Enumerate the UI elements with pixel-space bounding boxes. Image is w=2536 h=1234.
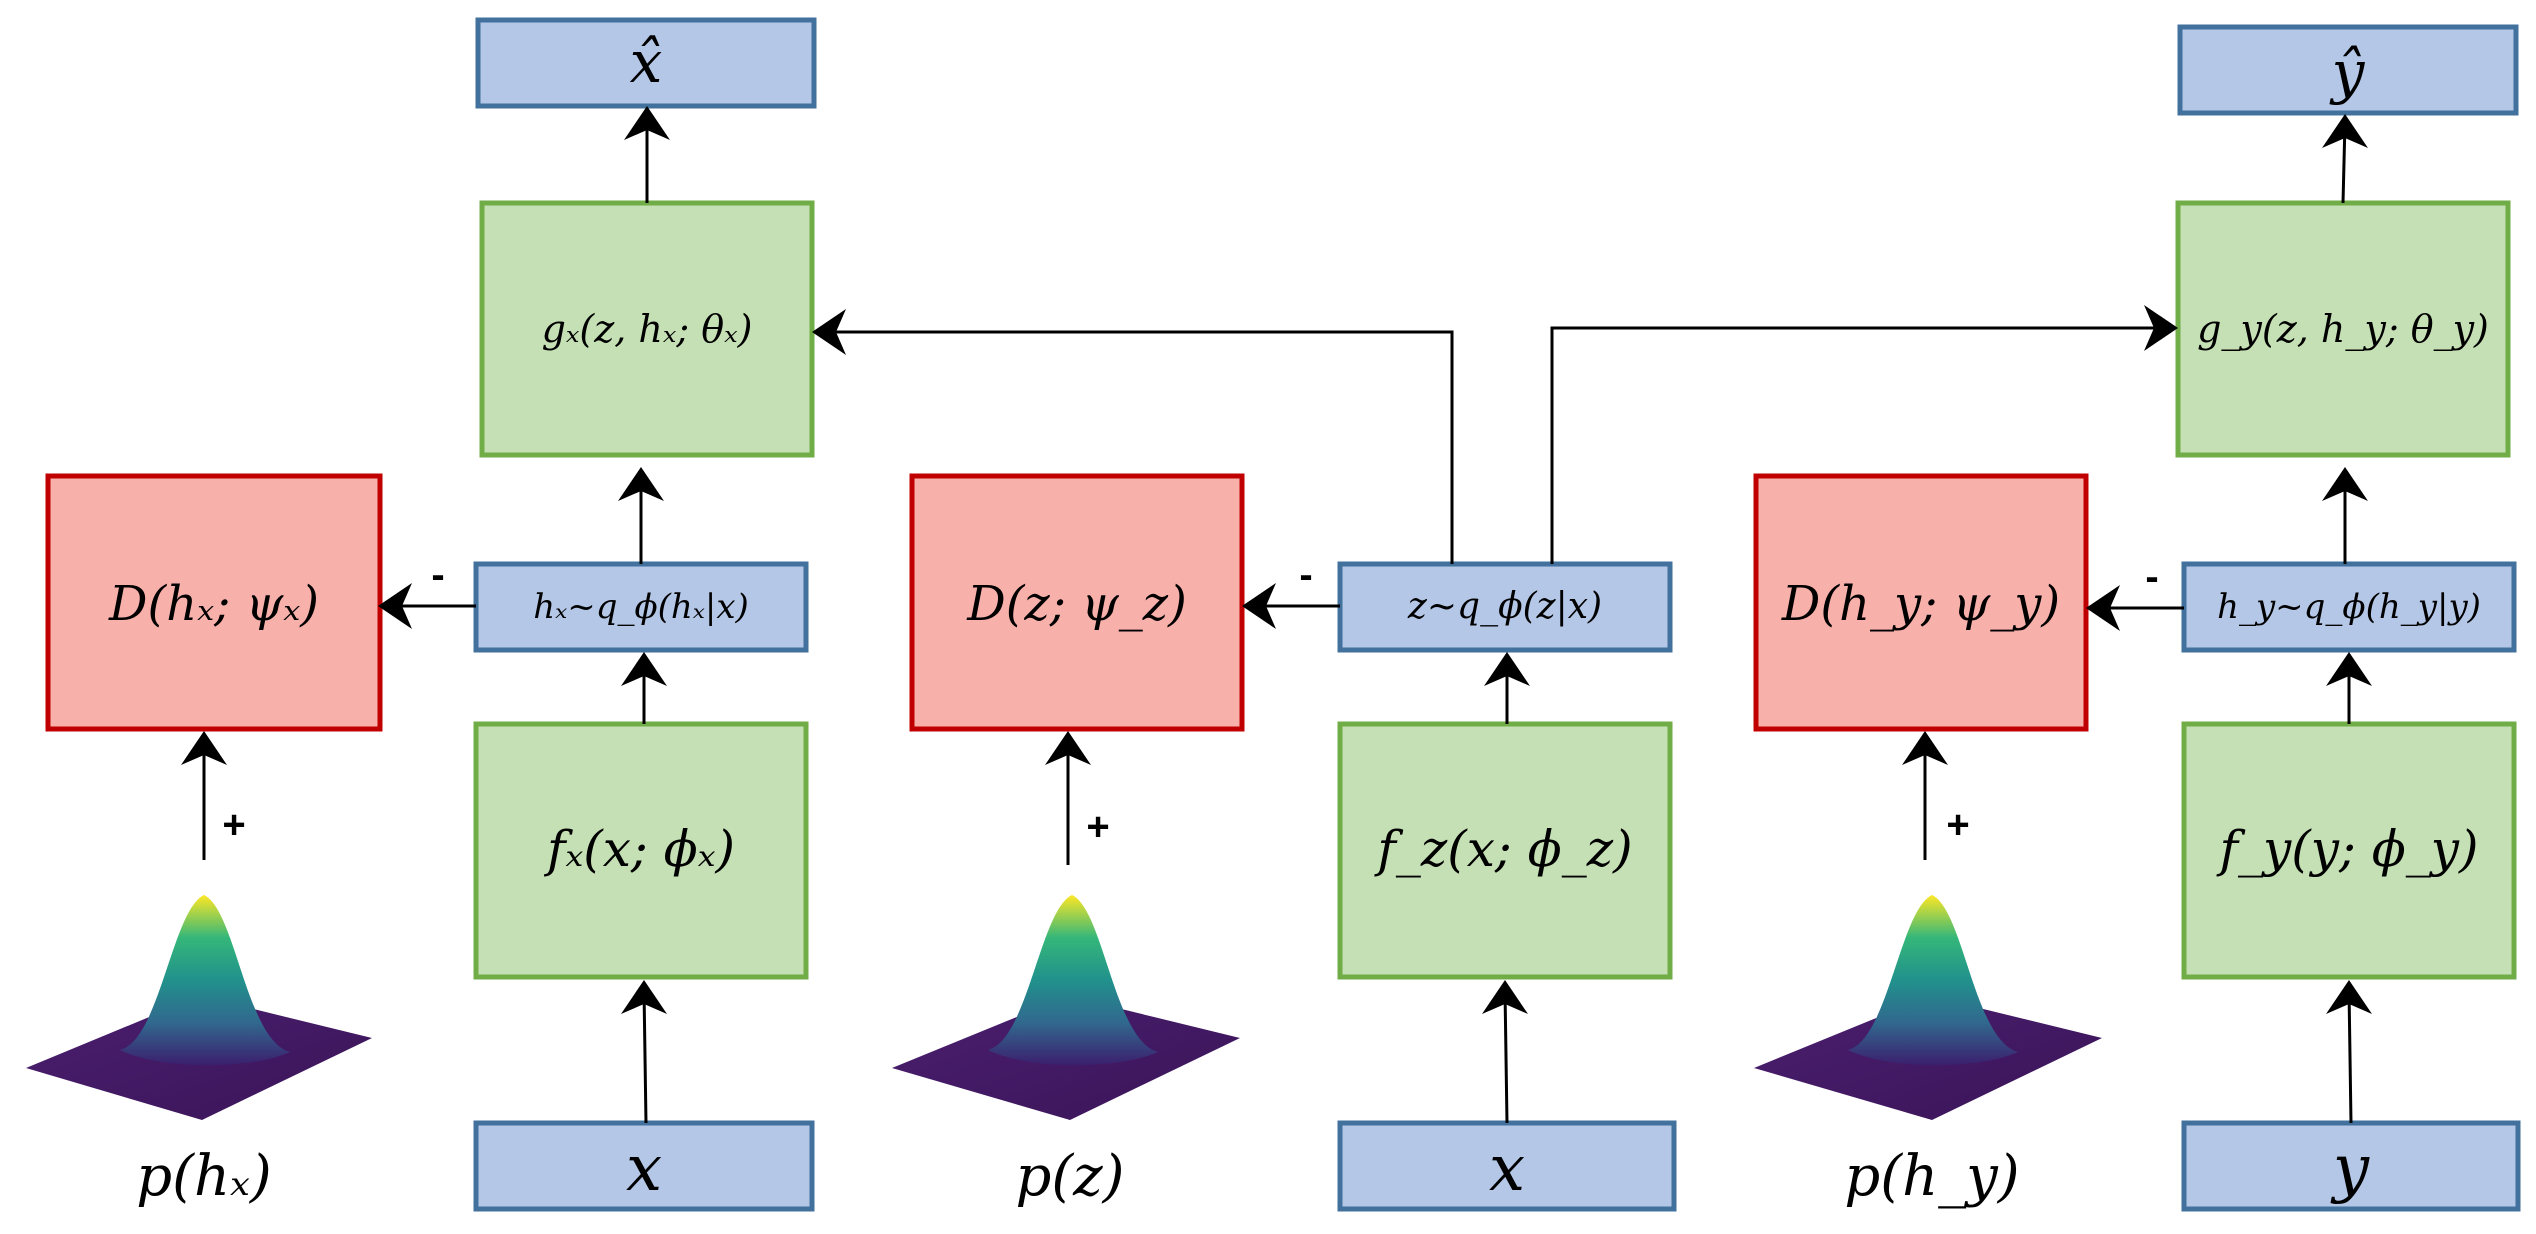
arrow-input-x-to-fx — [621, 980, 667, 1124]
x-hat-output-label: x̂ — [630, 28, 663, 96]
prior-hy-label: p(h_y) — [1844, 1144, 2019, 1209]
arrow-prior-z-to-dz — [1045, 731, 1091, 865]
decoder-gy-label: g_y(z, h_y; θ_y) — [2197, 307, 2489, 352]
arrow-sampler-hy-to-gy — [2322, 467, 2368, 564]
arrow-sampler-hy-to-dhy — [2086, 585, 2184, 631]
arrow-gx-to-xhat — [624, 106, 670, 203]
y-hat-output-box — [2177, 24, 2519, 116]
input-x-left-label: x — [626, 1132, 662, 1206]
arrow-prior-hy-to-dhy — [1902, 731, 1948, 860]
encoder-fy-label: f_y(y; ϕ_y) — [2215, 820, 2478, 878]
discriminator-hy-label: D(h_y; ψ_y) — [1781, 576, 2060, 632]
prior-hy-gaussian-icon — [1754, 895, 2102, 1120]
decoder-gx-box — [479, 200, 815, 458]
discriminator-z-label: D(z; ψ_z) — [966, 576, 1187, 632]
minus-sign-left: - — [431, 553, 444, 597]
arrow-sampler-z-to-dz — [1242, 583, 1340, 629]
arrow-fx-to-sampler-hx — [621, 652, 667, 724]
arrow-z-to-gy — [1550, 305, 2178, 564]
plus-sign-middle: + — [1086, 805, 1109, 849]
input-x-left-box — [473, 1120, 815, 1212]
arrow-fz-to-sampler-z — [1484, 652, 1530, 724]
arrow-sampler-hx-to-gx — [618, 467, 664, 564]
encoder-fz-box — [1337, 721, 1673, 980]
discriminator-hx-label: D(hₓ; ψₓ) — [108, 576, 319, 632]
encoder-fx-box — [473, 721, 809, 980]
encoder-fx-label: fₓ(x; ϕₓ) — [543, 820, 735, 878]
sampler-z-box — [1337, 561, 1673, 653]
sampler-hy-box — [2181, 561, 2517, 653]
plus-sign-left: + — [222, 803, 245, 847]
input-x-middle-label: x — [1489, 1132, 1525, 1206]
plus-sign-right: + — [1946, 803, 1969, 847]
encoder-fz-label: f_z(x; ϕ_z) — [1373, 820, 1632, 878]
input-y-box — [2181, 1120, 2521, 1212]
arrow-input-y-to-fy — [2326, 980, 2372, 1124]
minus-sign-middle: - — [1299, 553, 1312, 597]
sampler-z-label: z~q_ϕ(z|x) — [1407, 586, 1602, 627]
sampler-hx-box — [473, 561, 809, 653]
minus-sign-right: - — [2145, 555, 2158, 599]
arrow-prior-hx-to-dhx — [181, 731, 227, 860]
discriminator-hy-box — [1753, 473, 2089, 732]
decoder-gx-label: gₓ(z, hₓ; θₓ) — [542, 307, 753, 351]
decoder-gy-box — [2175, 200, 2511, 458]
arrow-z-to-gx — [812, 309, 1454, 564]
arrow-input-x-to-fz — [1482, 980, 1528, 1124]
prior-z-label: p(z) — [1015, 1144, 1124, 1209]
input-y-label: y — [2330, 1132, 2370, 1206]
x-hat-output-box — [475, 17, 817, 109]
arrow-sampler-hx-to-dhx — [378, 583, 476, 629]
arrow-gy-to-yhat — [2322, 114, 2368, 204]
encoder-fy-box — [2181, 721, 2517, 980]
prior-hx-label: p(hₓ) — [136, 1144, 272, 1209]
prior-hx-gaussian-icon — [26, 895, 372, 1120]
discriminator-hx-box — [45, 473, 383, 732]
sampler-hx-label: hₓ~q_ϕ(hₓ|x) — [533, 587, 749, 627]
y-hat-output-label: ŷ — [2329, 38, 2366, 106]
input-x-middle-box — [1337, 1120, 1677, 1212]
sampler-hy-label: h_y~q_ϕ(h_y|y) — [2217, 587, 2481, 627]
discriminator-z-box — [909, 473, 1245, 732]
prior-z-gaussian-icon — [892, 895, 1240, 1120]
arrow-fy-to-sampler-hy — [2326, 652, 2372, 724]
